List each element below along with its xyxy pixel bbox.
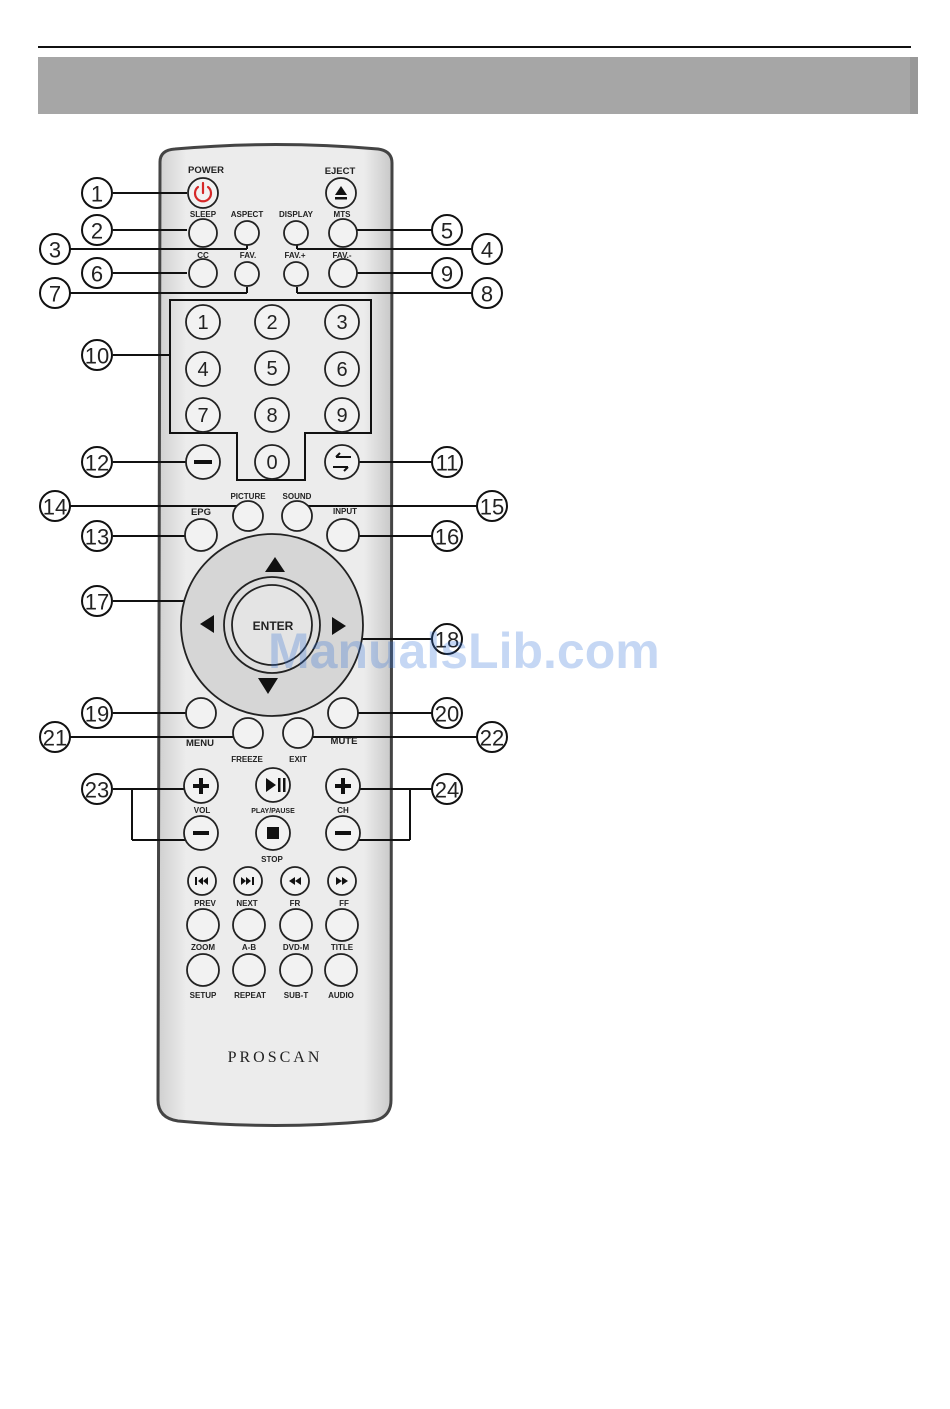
recall-button[interactable] xyxy=(325,445,359,479)
fav-plus-label: FAV.+ xyxy=(284,251,305,260)
fav-minus-button[interactable] xyxy=(329,259,357,287)
callout-15-label: 15 xyxy=(480,495,504,520)
audio-button[interactable] xyxy=(325,954,357,986)
setup-button[interactable] xyxy=(187,954,219,986)
callout-23-label: 23 xyxy=(85,778,109,803)
callout-14-label: 14 xyxy=(43,495,67,520)
digit-1-label: 1 xyxy=(197,312,208,334)
callout-24-label: 24 xyxy=(435,778,459,803)
menu-label: MENU xyxy=(186,738,214,749)
cc-label: CC xyxy=(197,251,209,260)
callout-7-label: 7 xyxy=(49,282,61,307)
eject-label: EJECT xyxy=(325,166,356,177)
digit-7-label: 7 xyxy=(197,405,208,427)
callout-13-label: 13 xyxy=(85,525,109,550)
dash-icon xyxy=(194,460,212,464)
digit-6-label: 6 xyxy=(336,359,347,381)
callout-12-label: 12 xyxy=(85,451,109,476)
stop-label: STOP xyxy=(261,855,283,864)
callout-3-label: 3 xyxy=(49,238,61,263)
brand-logo: PROSCAN xyxy=(228,1049,323,1066)
audio-label: AUDIO xyxy=(328,991,354,1000)
callout-8-label: 8 xyxy=(481,282,493,307)
ch-label: CH xyxy=(337,806,349,815)
fav-minus-label: FAV.- xyxy=(332,251,351,260)
digit-8-label: 8 xyxy=(266,405,277,427)
aspect-button[interactable] xyxy=(235,221,259,245)
callout-21-label: 21 xyxy=(43,726,67,751)
ab-label: A-B xyxy=(242,943,256,952)
fav-button[interactable] xyxy=(235,262,259,286)
repeat-label: REPEAT xyxy=(234,991,266,1000)
callout-17-label: 17 xyxy=(85,590,109,615)
zoom-label: ZOOM xyxy=(191,943,215,952)
title-button[interactable] xyxy=(326,909,358,941)
cc-button[interactable] xyxy=(189,259,217,287)
aspect-label: ASPECT xyxy=(231,210,264,219)
exit-button[interactable] xyxy=(283,718,313,748)
picture-button[interactable] xyxy=(233,501,263,531)
power-label: POWER xyxy=(188,165,224,176)
vol-label: VOL xyxy=(194,806,211,815)
picture-label: PICTURE xyxy=(230,492,266,501)
digit-0-label: 0 xyxy=(266,452,277,474)
digit-5-label: 5 xyxy=(266,358,277,380)
fav-plus-button[interactable] xyxy=(284,262,308,286)
mts-button[interactable] xyxy=(329,219,357,247)
sub-t-button[interactable] xyxy=(280,954,312,986)
callout-22-label: 22 xyxy=(480,726,504,751)
digit-4-label: 4 xyxy=(197,359,208,381)
prev-label: PREV xyxy=(194,899,216,908)
setup-label: SETUP xyxy=(190,991,217,1000)
epg-label: EPG xyxy=(191,507,211,518)
fav-label: FAV. xyxy=(240,251,256,260)
mute-button[interactable] xyxy=(328,698,358,728)
mute-label: MUTE xyxy=(331,736,358,747)
zoom-button[interactable] xyxy=(187,909,219,941)
callout-6-label: 6 xyxy=(91,262,103,287)
digit-9-label: 9 xyxy=(336,405,347,427)
play-pause-label: PLAY/PAUSE xyxy=(251,808,295,815)
ab-button[interactable] xyxy=(233,909,265,941)
callout-5-label: 5 xyxy=(441,219,453,244)
dvd-m-label: DVD-M xyxy=(283,943,310,952)
callout-19-label: 19 xyxy=(85,702,109,727)
callout-1-label: 1 xyxy=(91,182,103,207)
input-label: INPUT xyxy=(333,507,357,516)
repeat-button[interactable] xyxy=(233,954,265,986)
callout-10-label: 10 xyxy=(85,344,109,369)
digit-2-label: 2 xyxy=(266,312,277,334)
display-button[interactable] xyxy=(284,221,308,245)
sound-button[interactable] xyxy=(282,501,312,531)
callout-9-label: 9 xyxy=(441,262,453,287)
menu-button[interactable] xyxy=(186,698,216,728)
sleep-label: SLEEP xyxy=(190,210,217,219)
sleep-button[interactable] xyxy=(189,219,217,247)
freeze-label: FREEZE xyxy=(231,755,263,764)
dvd-m-button[interactable] xyxy=(280,909,312,941)
display-label: DISPLAY xyxy=(279,210,314,219)
sound-label: SOUND xyxy=(283,492,312,501)
stop-icon xyxy=(267,827,279,839)
digit-3-label: 3 xyxy=(336,312,347,334)
fr-label: FR xyxy=(290,899,301,908)
next-label: NEXT xyxy=(236,899,257,908)
input-button[interactable] xyxy=(327,519,359,551)
ff-label: FF xyxy=(339,899,349,908)
callout-20-label: 20 xyxy=(435,702,459,727)
callout-16-label: 16 xyxy=(435,525,459,550)
epg-button[interactable] xyxy=(185,519,217,551)
mts-label: MTS xyxy=(334,210,352,219)
callout-4-label: 4 xyxy=(481,238,493,263)
callout-2-label: 2 xyxy=(91,219,103,244)
callout-11-label: 11 xyxy=(436,451,459,476)
sub-t-label: SUB-T xyxy=(284,991,309,1000)
exit-label: EXIT xyxy=(289,755,307,764)
freeze-button[interactable] xyxy=(233,718,263,748)
title-label: TITLE xyxy=(331,943,354,952)
watermark: ManualsLib.com xyxy=(268,623,660,679)
